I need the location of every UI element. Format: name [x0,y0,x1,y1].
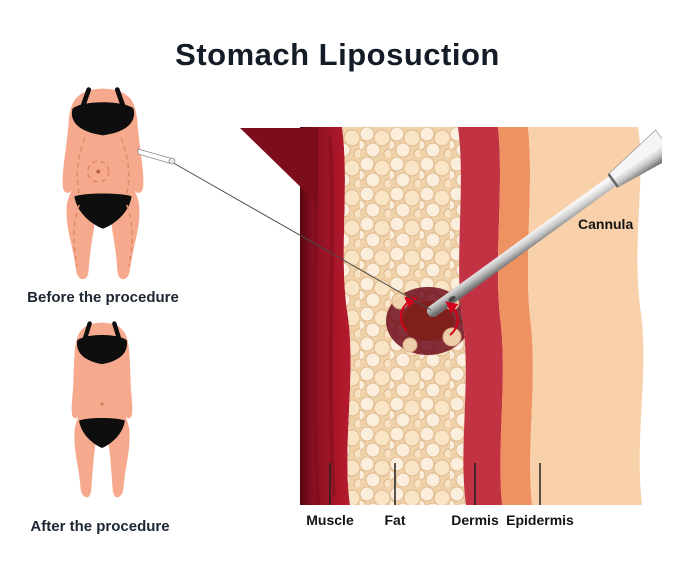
layer-label-dermis: Dermis [451,512,499,528]
layer-tick-lines [329,463,541,505]
layer-label-epidermis: Epidermis [506,512,574,528]
liposuction-marks [73,137,133,267]
muscle-layer [300,127,351,505]
bra [77,335,127,365]
bra [71,102,135,136]
bra-strap [83,321,92,340]
before-figure-illustration [62,87,144,280]
after-figure-illustration [71,321,133,498]
bra-strap [114,87,126,109]
body-silhouette-before [62,88,144,280]
cannula-illustration [427,129,662,317]
bikini-after [77,321,127,448]
epidermis-inner-layer [498,127,533,505]
panty [74,193,132,229]
page-title: Stomach Liposuction [175,36,500,72]
epidermis-outer-layer [528,127,644,505]
bra-strap [112,321,121,340]
body-silhouette-after [71,322,133,498]
after-figure-label: After the procedure [30,518,170,535]
dermis-layer [458,127,503,505]
layer-label-fat: Fat [384,512,406,528]
navel [100,402,104,406]
before-figure-label: Before the procedure [27,289,179,306]
bikini-before [71,87,135,229]
layer-label-muscle: Muscle [306,512,354,528]
skin-cross-section-panel [300,127,662,505]
cannula-label: Cannula [578,216,634,232]
navel [96,169,101,174]
skin-cross-section-illustration [300,127,662,505]
bra-strap [80,87,92,109]
cannula-hole [448,295,456,303]
panty [79,417,125,448]
